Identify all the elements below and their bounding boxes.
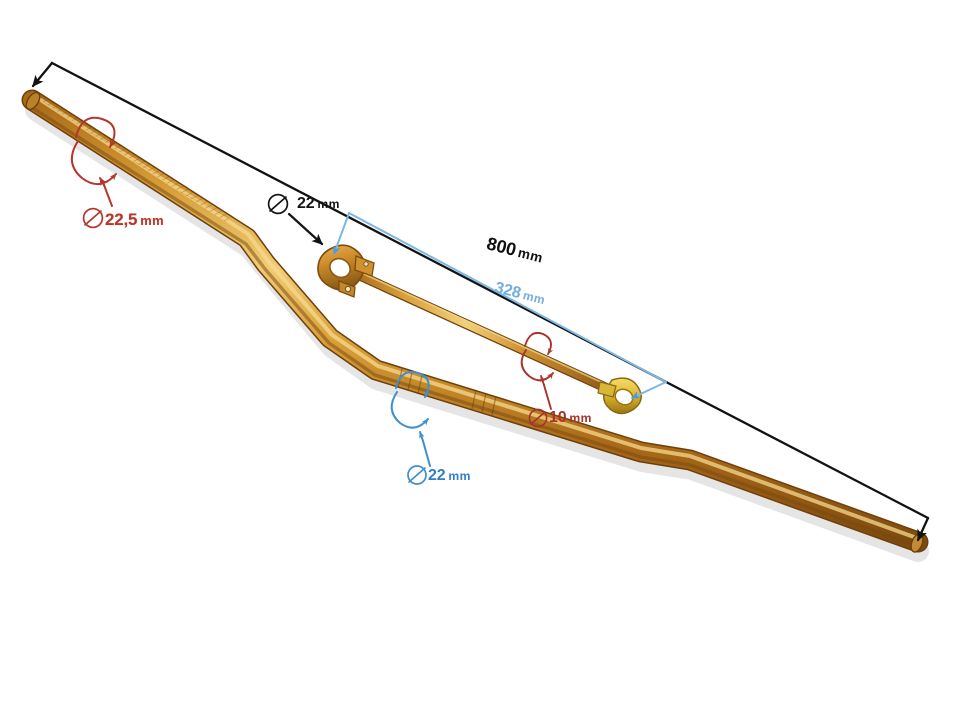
crossbar-brace: [317, 244, 642, 415]
crossbar-clamp: [317, 244, 375, 298]
dimension-line-800mm: [31, 61, 930, 542]
handlebar-body: [21, 89, 929, 562]
callout-diameter-22mm-clamp: [267, 193, 324, 246]
crossbar-ring-fitting: [597, 377, 642, 415]
callout-diameter-22mm-bar: [390, 371, 431, 485]
callout-diameter-10mm: [520, 331, 554, 428]
callout-diameter-22-5mm: [71, 116, 117, 229]
dimension-line-328mm: [333, 212, 667, 399]
left-bar-end: [25, 91, 41, 111]
